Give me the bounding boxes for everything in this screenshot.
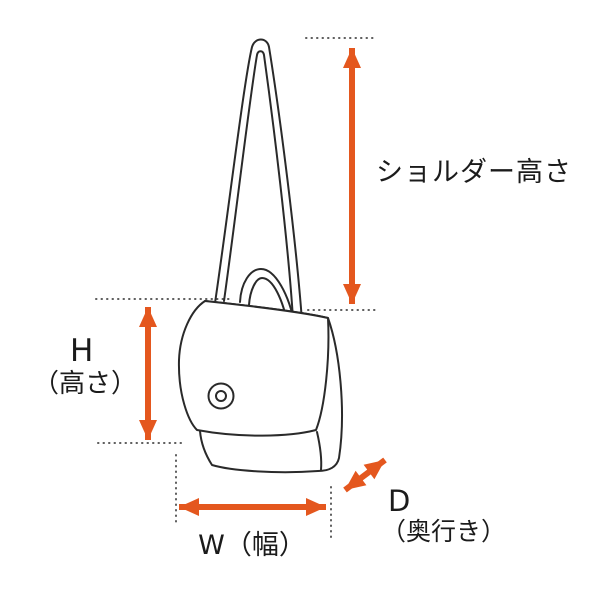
depth-label-paren: （奥行き） — [381, 517, 507, 546]
bag-handle-outer — [239, 268, 296, 327]
bag-seam — [316, 431, 323, 471]
clasp-button-inner — [215, 390, 227, 402]
bag-illustration — [177, 38, 343, 474]
guide-lines — [95, 37, 378, 541]
measurement-arrows — [139, 48, 387, 516]
shoulder-strap-outer — [214, 38, 303, 322]
shoulder-strap-inner — [223, 50, 294, 320]
width-label: W（幅） — [198, 530, 306, 561]
bag-handle-inner — [248, 277, 289, 327]
shoulder-height-label: ショルダー高さ — [376, 157, 572, 188]
height-label: H — [70, 333, 94, 369]
depth-label: D — [388, 484, 411, 518]
bag-flap — [177, 300, 330, 437]
depth-arrow — [343, 457, 387, 493]
height-label-paren: （高さ） — [33, 369, 138, 399]
